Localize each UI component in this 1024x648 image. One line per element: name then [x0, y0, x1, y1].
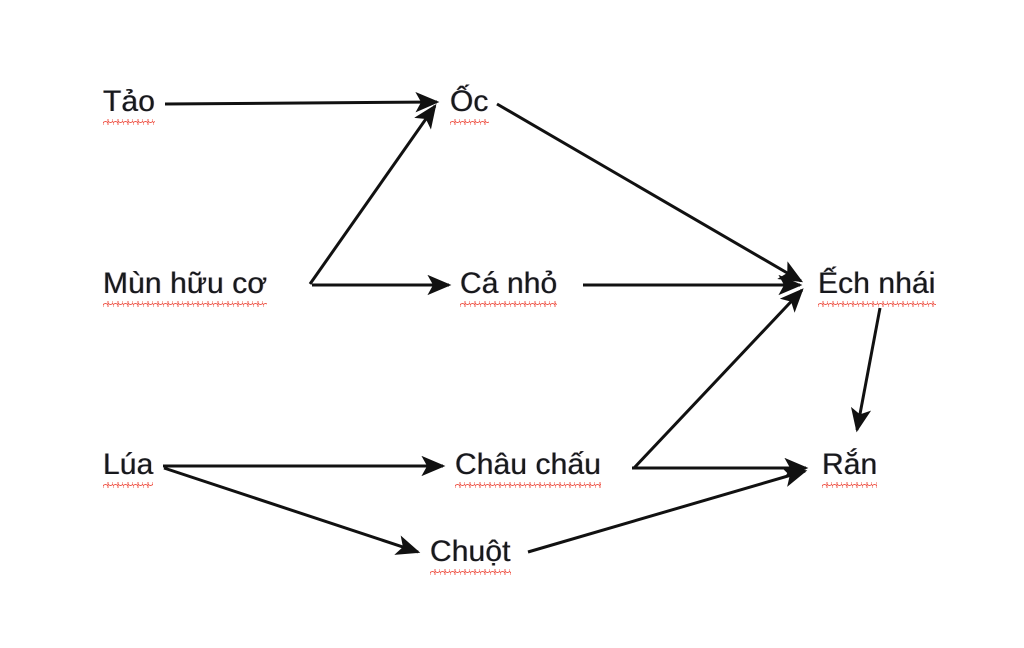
node-chau-chau[interactable]: Châu chấu [455, 448, 602, 488]
edge-group [163, 91, 882, 555]
edge-arrow-chuot-ran [527, 467, 808, 554]
edge-arrow-ech-nhai-ran [850, 307, 882, 433]
node-label-ran: Rắn [822, 448, 878, 488]
edge-arrow-mun-huu-co-oc [308, 104, 437, 285]
node-ech-nhai[interactable]: Ếch nhái [818, 267, 936, 307]
node-label-chuot: Chuột [430, 535, 511, 575]
node-label-lua: Lúa [103, 448, 154, 488]
node-ran[interactable]: Rắn [822, 448, 878, 488]
node-label-ca-nho: Cá nhỏ [460, 267, 558, 307]
node-label-chau-chau: Châu chấu [455, 448, 602, 488]
node-mun-huu-co[interactable]: Mùn hữu cơ [103, 267, 268, 307]
node-label-ech-nhai: Ếch nhái [818, 267, 936, 307]
node-lua[interactable]: Lúa [103, 448, 154, 488]
node-label-tao: Tảo [103, 85, 155, 125]
node-ca-nho[interactable]: Cá nhỏ [460, 267, 558, 307]
node-chuot[interactable]: Chuột [430, 535, 511, 575]
edge-arrow-tao-oc [164, 91, 440, 113]
node-label-mun-huu-co: Mùn hữu cơ [103, 267, 268, 307]
node-tao[interactable]: Tảo [103, 85, 155, 125]
node-label-oc: Ốc [450, 85, 489, 125]
edge-arrow-lua-chuot [163, 466, 421, 555]
node-oc[interactable]: Ốc [450, 85, 489, 125]
edge-arrow-oc-ech-nhai [496, 102, 804, 283]
edge-arrow-chau-chau-ech-nhai [632, 288, 804, 470]
